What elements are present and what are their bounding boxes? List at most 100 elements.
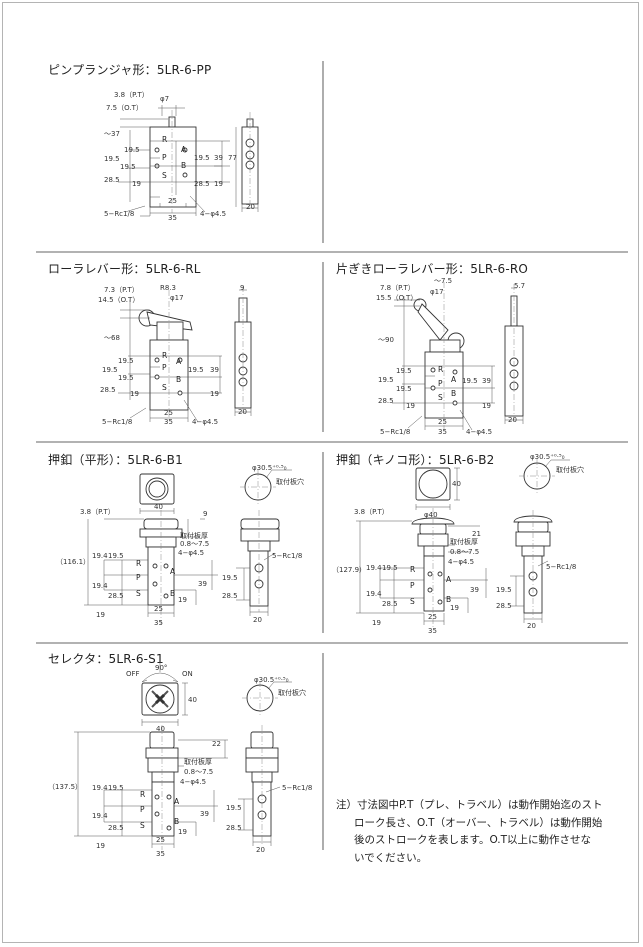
dim-b1-w40: 40: [154, 503, 163, 511]
dim-ro-pt: 7.8（P.T）: [380, 284, 415, 292]
dim-pp-rc: 5−Rc1/8: [104, 210, 134, 218]
dim-rl-r19: 19: [210, 390, 219, 398]
title-selector: セレクタ：5LR-6-S1: [48, 652, 164, 666]
dim-ro-w20: 20: [508, 416, 517, 424]
dim-pp-h37: ～37: [104, 130, 120, 138]
dim-ro-c285: 28.5: [378, 397, 394, 405]
dim-b2-a195: 19.5: [382, 564, 398, 572]
dim-ro-a75: ～7.5: [434, 277, 452, 285]
dim-b1-s285: 28.5: [222, 592, 238, 600]
dim-b2-r39: 39: [470, 586, 479, 594]
dim-s1-w35: 35: [156, 850, 165, 858]
dim-s1-w40: 40: [156, 725, 165, 733]
dim-s1-deg: 90°: [155, 664, 167, 672]
dim-b2-r19: 19: [450, 604, 459, 612]
port-b1-r: R: [136, 559, 141, 568]
dim-ro-d19: 19: [406, 402, 415, 410]
dim-s1-hole: 4−φ4.5: [180, 778, 206, 786]
dim-b1-h1161: （116.1）: [56, 558, 90, 566]
dim-s1-a194: 19.4: [92, 784, 108, 792]
dim-rl-w9: 9: [240, 284, 244, 292]
dim-b2-thickv: 0.8～7.5: [450, 548, 479, 556]
dim-rl-rc: 5−Rc1/8: [102, 418, 132, 426]
dim-rl-r195: 19.5: [188, 366, 204, 374]
title-roller-lever: ローラレバー形：5LR-6-RL: [48, 262, 201, 276]
dim-b2-b194: 19.4: [366, 590, 382, 598]
dim-s1-panel: 取付板穴: [278, 688, 306, 697]
dim-rl-ot: 14.5（O.T）: [98, 296, 139, 304]
port-ro-p: P: [438, 379, 443, 388]
dim-s1-s195: 19.5: [226, 804, 242, 812]
label-s1-on: ON: [182, 670, 193, 678]
port-rl-s: S: [162, 383, 167, 392]
dim-b1-r39: 39: [198, 580, 207, 588]
port-ro-b: B: [451, 389, 456, 398]
dim-rl-w35: 35: [164, 418, 173, 426]
dim-rl-a195: 19.5: [118, 357, 134, 365]
dim-b1-w25: 25: [154, 605, 163, 613]
dim-s1-s285: 28.5: [226, 824, 242, 832]
port-s1-s: S: [140, 821, 145, 830]
dim-pp-hole: 4−φ4.5: [200, 210, 226, 218]
dim-rl-w20: 20: [238, 408, 247, 416]
port-b2-a: A: [446, 575, 452, 584]
dim-b2-w20: 20: [527, 622, 536, 630]
note-line-1: 注）寸法図中P.T（プレ、トラベル）は動作開始迄のスト: [336, 799, 603, 811]
port-s1-r: R: [140, 790, 145, 799]
port-pp-p: P: [162, 153, 167, 162]
dim-b2-c285: 28.5: [382, 600, 398, 608]
note-line-2: ローク長さ、O.T（オーバー、トラベル）は動作開始: [354, 816, 603, 829]
dim-b2-hole: 4−φ4.5: [448, 558, 474, 566]
dim-s1-h22: 22: [212, 740, 221, 748]
dim-b2-s195: 19.5: [496, 586, 512, 594]
port-rl-p: P: [162, 363, 167, 372]
dim-s1-h1375: （137.5）: [48, 783, 82, 791]
dim-b1-phi: φ30.5⁺⁰·⁵₀: [252, 464, 287, 472]
port-rl-r: R: [162, 351, 167, 360]
dim-ro-phi17: φ17: [430, 288, 444, 296]
title-pin-plunger: ピンプランジャ形：5LR-6-PP: [48, 63, 212, 77]
dim-ro-w57: 5.7: [514, 282, 525, 290]
dim-ro-ot: 15.5（O.T）: [376, 294, 417, 302]
dim-pp-ot: 7.5（O.T）: [106, 104, 143, 112]
note-line-3: 後のストロークを表します。O.T以上に動作させな: [354, 834, 592, 846]
dim-b2-rc: 5−Rc1/8: [546, 563, 576, 571]
diagram-push-button-mushroom: [356, 459, 570, 628]
dim-b2-pt: 3.8（P.T）: [354, 508, 389, 516]
dim-ro-w35: 35: [438, 428, 447, 436]
dim-b2-d19: 19: [372, 619, 381, 627]
dim-ro-r195: 19.5: [462, 377, 478, 385]
dim-rl-c285: 28.5: [100, 386, 116, 394]
section-dividers: [36, 61, 628, 850]
dim-rl-r39: 39: [210, 366, 219, 374]
dim-s1-a195: 19.5: [108, 784, 124, 792]
dim-b1-c285: 28.5: [108, 592, 124, 600]
dim-s1-phi: φ30.5⁺⁰·⁵₀: [254, 676, 289, 684]
port-b2-r: R: [410, 565, 415, 574]
dim-rl-w25: 25: [164, 409, 173, 417]
dim-b1-rc: 5−Rc1/8: [272, 552, 302, 560]
port-s1-b: B: [174, 817, 179, 826]
dim-b2-w25: 25: [428, 613, 437, 621]
port-b1-s: S: [136, 589, 141, 598]
dim-pp-w20: 20: [246, 203, 255, 211]
dim-b1-b194: 19.4: [92, 582, 108, 590]
dim-pp-c195: 19.5: [120, 163, 136, 171]
dim-s1-thick: 取付板厚: [184, 757, 212, 766]
stroke-note: 注）寸法図中P.T（プレ、トラベル）は動作開始迄のスト ローク長さ、O.T（オー…: [336, 797, 612, 867]
dim-b1-d19: 19: [96, 611, 105, 619]
dim-rl-hole: 4−φ4.5: [192, 418, 218, 426]
port-b1-b: B: [170, 589, 175, 598]
dim-b1-w9: 9: [203, 510, 207, 518]
dim-b1-r19: 19: [178, 596, 187, 604]
dim-b1-w35: 35: [154, 619, 163, 627]
dim-b2-w40: 40: [452, 480, 461, 488]
port-ro-s: S: [438, 393, 443, 402]
dim-b2-phi40: φ40: [424, 511, 438, 519]
port-pp-a: A: [181, 145, 187, 154]
dim-b1-a195: 19.5: [108, 552, 124, 560]
dim-b1-thick: 取付板厚: [180, 531, 208, 540]
dim-ro-b195: 19.5: [378, 376, 394, 384]
dim-b2-w35: 35: [428, 627, 437, 635]
port-rl-b: B: [176, 375, 181, 384]
